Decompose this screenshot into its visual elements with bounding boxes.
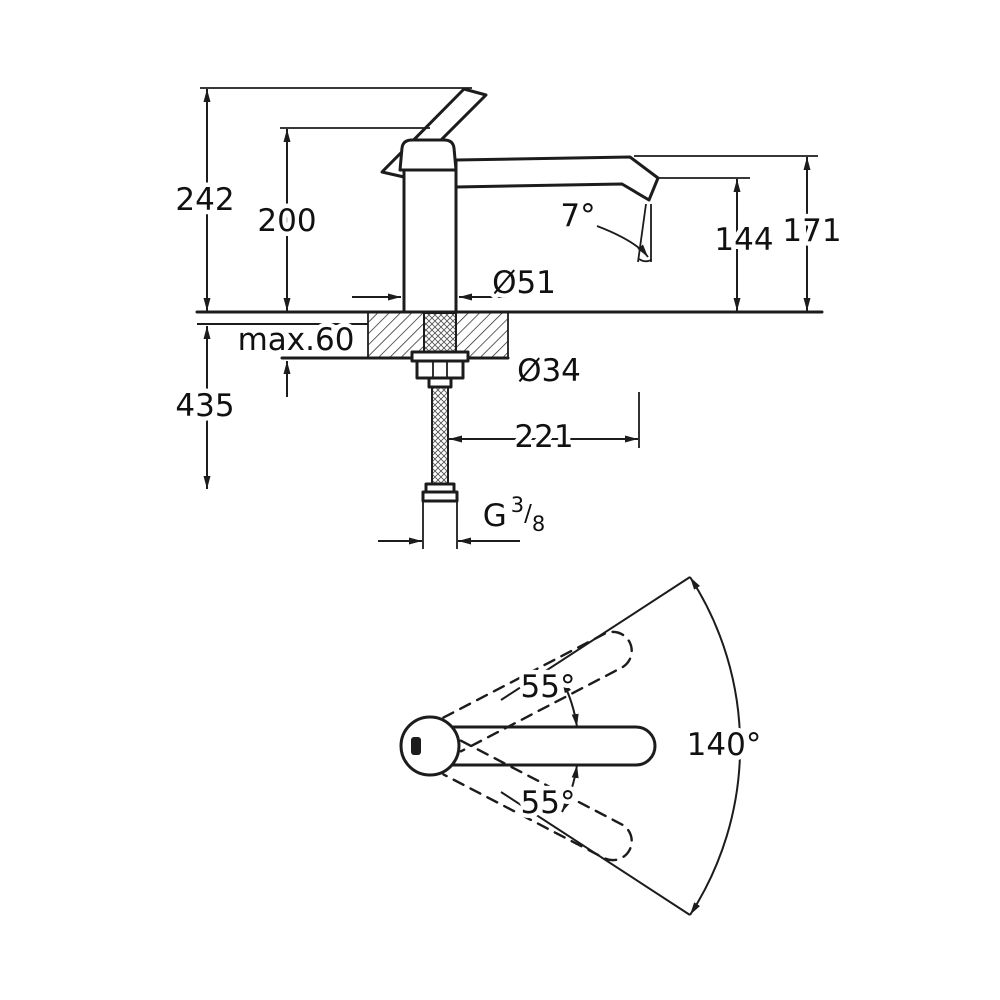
pivot-mark — [411, 737, 421, 755]
body-diameter-label: Ø51 — [492, 265, 556, 301]
threaded-shank — [423, 312, 457, 356]
spout-top-height-label: 171 — [782, 213, 841, 249]
top-view: 55° 55° 140° — [399, 576, 766, 916]
countertop — [195, 310, 824, 360]
swivel-lower-label: 55° — [521, 785, 576, 821]
overall-height-label: 242 — [175, 182, 234, 218]
dim-spout-angle: 7° — [556, 194, 649, 258]
swivel-total-arc — [689, 576, 742, 916]
faucet-outline — [380, 87, 660, 314]
dim-spout-top-height: 171 — [634, 155, 846, 311]
spout — [454, 155, 660, 202]
swivel-spout-center — [399, 715, 657, 777]
hose-length-label: 435 — [175, 388, 234, 424]
dim-body-height: 200 — [253, 127, 430, 311]
cartridge-cap — [398, 138, 458, 172]
mounting-nut — [415, 359, 465, 380]
flex-hose — [431, 386, 449, 485]
dim-counter-thickness: max.60 — [233, 318, 359, 397]
counter-thickness-label: max.60 — [238, 322, 355, 358]
faucet-body — [402, 168, 458, 314]
dim-hole-diameter: Ø34 — [513, 349, 586, 394]
hose-collar — [427, 376, 453, 389]
pivot-body-circle — [399, 715, 461, 777]
dim-swivel-upper: 55° — [516, 665, 580, 728]
swivel-spout-lower-dashed — [442, 739, 633, 862]
side-view: 242 200 7° 144 171 Ø51 — [171, 87, 846, 549]
spout-angle-label: 7° — [560, 198, 595, 234]
hole-diameter-label: Ø34 — [517, 353, 581, 389]
dim-hose-length: 435 — [171, 326, 239, 489]
mounting-parts — [410, 312, 470, 503]
body-height-label: 200 — [257, 203, 316, 239]
outlet-height-label: 144 — [714, 222, 773, 258]
dim-swivel-lower: 55° — [516, 764, 580, 826]
dim-overall-height: 242 — [171, 87, 472, 311]
reach-label: 221 — [514, 419, 573, 455]
swivel-upper-label: 55° — [521, 669, 576, 705]
hose-fitting-nut — [421, 490, 459, 503]
dim-swivel-total: 140° — [682, 723, 766, 768]
swivel-limits — [500, 576, 742, 916]
swivel-total-label: 140° — [687, 727, 762, 763]
dim-body-diameter: Ø51 — [352, 261, 560, 306]
swivel-spout-upper-dashed — [442, 630, 633, 753]
dim-outlet-height: 144 — [658, 177, 778, 311]
dim-reach: 221 — [449, 392, 640, 460]
